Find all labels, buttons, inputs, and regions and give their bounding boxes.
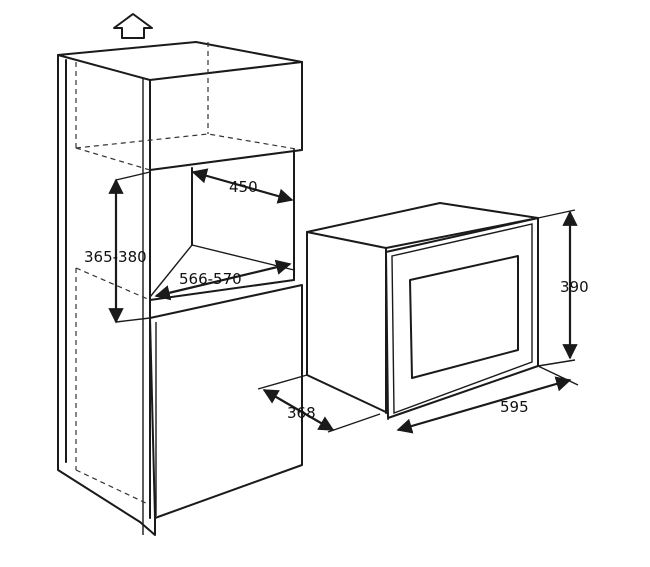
niche-height-label: 365-380	[84, 248, 147, 266]
appliance-depth-label: 368	[287, 404, 316, 422]
appliance-dimensions	[257, 209, 579, 434]
up-arrow-icon	[113, 13, 153, 39]
appliance-width-label: 595	[500, 398, 529, 416]
niche-width-label: 566-570	[179, 270, 242, 288]
appliance-height-label: 390	[560, 278, 589, 296]
tall-cabinet	[57, 41, 303, 536]
niche-dimensions	[108, 168, 294, 324]
hidden-edges	[75, 42, 303, 506]
built-in-appliance	[306, 202, 539, 419]
niche-depth-label: 450	[229, 178, 258, 196]
